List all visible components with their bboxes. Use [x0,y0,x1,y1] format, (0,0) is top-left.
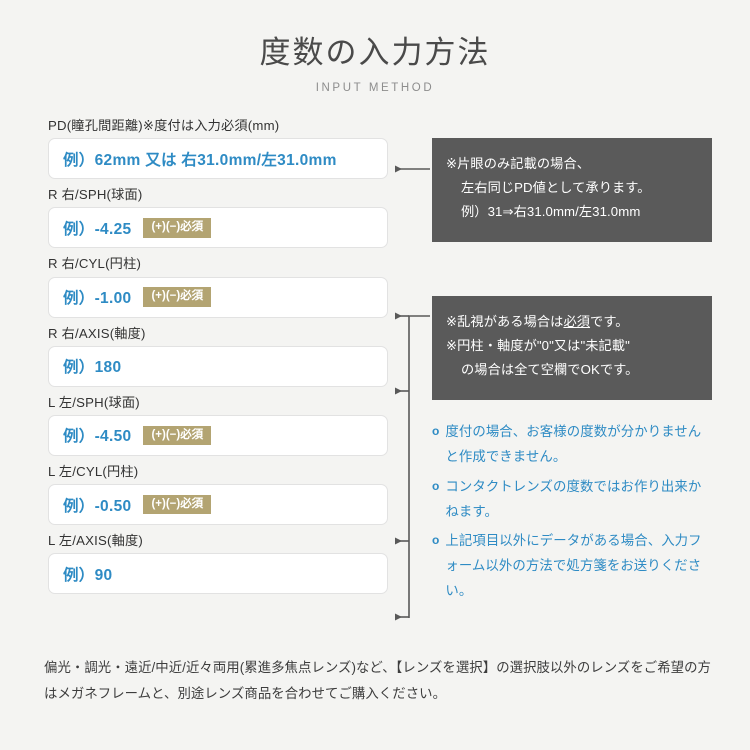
callout-pd-note: ※片眼のみ記載の場合、 左右同じPD値として承ります。 例）31⇒右31.0mm… [432,138,712,243]
placeholder-l-cyl: 例）-0.50 [63,497,132,515]
note-text: 度付の場合、お客様の度数が分かりませんと作成できません。 [445,424,702,464]
callout-astig-line1: ※乱視がある場合は必須です。 [446,310,696,334]
input-l-sph[interactable]: 例）-4.50 (+)(−)必須 [48,414,388,456]
field-r-axis: R 右/AXIS(軸度) 例）180 [48,324,388,387]
input-l-axis[interactable]: 例）90 [48,553,388,595]
callout-astig-line1-underline: 必須 [563,314,591,330]
required-badge-l-sph: (+)(−)必須 [143,425,212,446]
field-r-sph: R 右/SPH(球面) 例）-4.25 (+)(−)必須 [48,185,388,249]
input-l-cyl[interactable]: 例）-0.50 (+)(−)必須 [48,484,388,526]
input-r-sph[interactable]: 例）-4.25 (+)(−)必須 [48,207,388,249]
field-label-l-axis: L 左/AXIS(軸度) [48,533,143,549]
field-label-r-axis: R 右/AXIS(軸度) [48,325,146,341]
note-text: 上記項目以外にデータがある場合、入力フォーム以外の方法で処方箋をお送りください。 [445,533,702,598]
callout-pd-line2: 左右同じPD値として承ります。 [461,180,651,196]
notes-list: o 度付の場合、お客様の度数が分かりませんと作成できません。 o コンタクトレン… [432,420,712,604]
field-pd: PD(瞳孔間距離)※度付は入力必須(mm) 例）62mm 又は 右31.0mm/… [48,116,388,180]
placeholder-r-sph: 例）-4.25 [63,220,132,238]
callout-astig-line3: の場合は全て空欄でOKです。 [461,362,639,378]
bullet-icon: o [432,424,440,439]
input-pd[interactable]: 例）62mm 又は 右31.0mm/左31.0mm [48,138,388,180]
field-l-axis: L 左/AXIS(軸度) 例）90 [48,531,388,595]
list-item: o 度付の場合、お客様の度数が分かりませんと作成できません。 [432,420,712,470]
field-label-r-cyl: R 右/CYL(円柱) [48,256,142,272]
callout-astig-line1-post: です。 [590,314,629,330]
field-l-sph: L 左/SPH(球面) 例）-4.50 (+)(−)必須 [48,393,388,456]
field-label-pd: PD(瞳孔間距離)※度付は入力必須(mm) [48,118,280,134]
input-r-axis[interactable]: 例）180 [48,345,388,387]
bullet-icon: o [432,478,440,493]
field-label-l-cyl: L 左/CYL(円柱) [48,463,139,479]
required-badge-l-cyl: (+)(−)必須 [143,494,212,515]
field-label-l-sph: L 左/SPH(球面) [48,394,140,410]
content-area: PD(瞳孔間距離)※度付は入力必須(mm) 例）62mm 又は 右31.0mm/… [0,116,750,598]
page-title: 度数の入力方法 [259,35,491,70]
bullet-icon: o [432,533,440,548]
page-header: 度数の入力方法 INPUT METHOD [0,0,750,94]
input-r-cyl[interactable]: 例）-1.00 (+)(−)必須 [48,276,388,318]
field-r-cyl: R 右/CYL(円柱) 例）-1.00 (+)(−)必須 [48,254,388,318]
field-label-r-sph: R 右/SPH(球面) [48,187,143,203]
field-l-cyl: L 左/CYL(円柱) 例）-0.50 (+)(−)必須 [48,462,388,526]
placeholder-l-axis: 例）90 [63,566,113,584]
callout-astigmatism-note: ※乱視がある場合は必須です。 ※円柱・軸度が"0"又は"未記載" の場合は全て空… [432,296,712,401]
prescription-form: PD(瞳孔間距離)※度付は入力必須(mm) 例）62mm 又は 右31.0mm/… [48,116,388,595]
page-subtitle: INPUT METHOD [315,82,435,95]
placeholder-pd: 例）62mm 又は 右31.0mm/左31.0mm [63,151,337,169]
required-badge-r-sph: (+)(−)必須 [143,218,212,238]
footer-note: 偏光・調光・遠近/中近/近々両用(累進多焦点レンズ)など、【レンズを選択】の選択… [44,660,711,702]
callout-astig-line2: ※円柱・軸度が"0"又は"未記載" [446,338,630,354]
note-text: コンタクトレンズの度数ではお作り出来かねます。 [445,478,702,519]
placeholder-l-sph: 例）-4.50 [63,428,132,446]
callout-pd-line1: ※片眼のみ記載の場合、 [446,156,591,172]
placeholder-r-axis: 例）180 [63,359,122,377]
callout-astig-line1-pre: ※乱視がある場合は [446,314,564,330]
required-badge-r-cyl: (+)(−)必須 [143,287,212,307]
callout-pd-line3: 例）31⇒右31.0mm/左31.0mm [461,204,641,220]
placeholder-r-cyl: 例）-1.00 [63,290,132,308]
list-item: o 上記項目以外にデータがある場合、入力フォーム以外の方法で処方箋をお送りくださ… [432,529,712,603]
list-item: o コンタクトレンズの度数ではお作り出来かねます。 [432,475,712,525]
annotations-column: ※片眼のみ記載の場合、 左右同じPD値として承ります。 例）31⇒右31.0mm… [432,116,712,609]
